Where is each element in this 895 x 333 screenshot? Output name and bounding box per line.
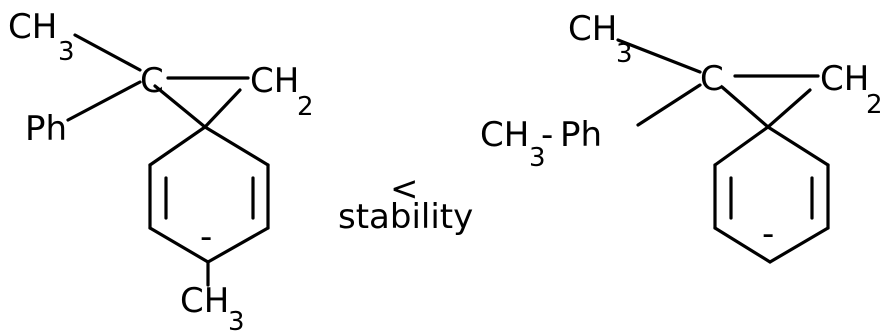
- less-than-symbol: <: [390, 169, 419, 209]
- left-ring-bond-2: [203, 125, 270, 167]
- right-bond-ph-c: [636, 83, 702, 127]
- right-structure: CH 3 C CH 2 CH 3 - Ph -: [480, 9, 883, 264]
- left-ch2-label: CH: [250, 61, 299, 101]
- right-charge: -: [762, 214, 774, 254]
- stability-comparison: < stability: [338, 169, 473, 237]
- left-ring-bond-5: [148, 226, 210, 264]
- left-ch3-bottom-label: CH: [180, 281, 229, 321]
- right-ch3-top-sub: 3: [616, 39, 633, 69]
- left-ch3-top-sub: 3: [58, 37, 75, 67]
- left-ch3-top-label: CH: [8, 7, 57, 47]
- right-ch2-sub: 2: [866, 90, 883, 120]
- left-ring-bond-1: [148, 125, 207, 167]
- right-ring-bond-1: [713, 125, 770, 167]
- left-ch2-sub: 2: [297, 92, 314, 122]
- right-bond-c-spiro: [720, 85, 770, 129]
- right-ring-bond-2: [766, 125, 830, 167]
- right-ch3ph-sub: 3: [529, 143, 546, 173]
- right-ch3ph-dash: -: [541, 115, 553, 155]
- left-ring-bond-6: [206, 226, 270, 264]
- right-ch2-label: CH: [820, 59, 869, 99]
- left-structure: CH 3 C CH 2 Ph - CH 3: [8, 7, 314, 333]
- left-bond-c-spiro: [153, 84, 207, 129]
- left-bond-ph-c: [66, 80, 142, 122]
- left-bond-ch3-c: [73, 33, 142, 72]
- right-ring-bond-5: [713, 226, 772, 264]
- left-charge: -: [200, 217, 212, 257]
- right-bond-ch2-spiro: [766, 88, 812, 129]
- left-bond-ch2-spiro: [203, 88, 242, 129]
- right-ph-label: Ph: [560, 115, 602, 155]
- left-c-label: C: [140, 61, 164, 101]
- right-bond-ch3-c: [616, 38, 702, 74]
- left-ch3-bottom-sub: 3: [228, 307, 245, 333]
- right-ring-bond-6: [768, 226, 830, 264]
- stability-label: stability: [338, 197, 473, 237]
- right-c-label: C: [700, 59, 724, 99]
- left-ph-label: Ph: [25, 109, 67, 149]
- right-ch3-top-label: CH: [568, 9, 617, 49]
- right-ch3ph-ch-label: CH: [480, 115, 529, 155]
